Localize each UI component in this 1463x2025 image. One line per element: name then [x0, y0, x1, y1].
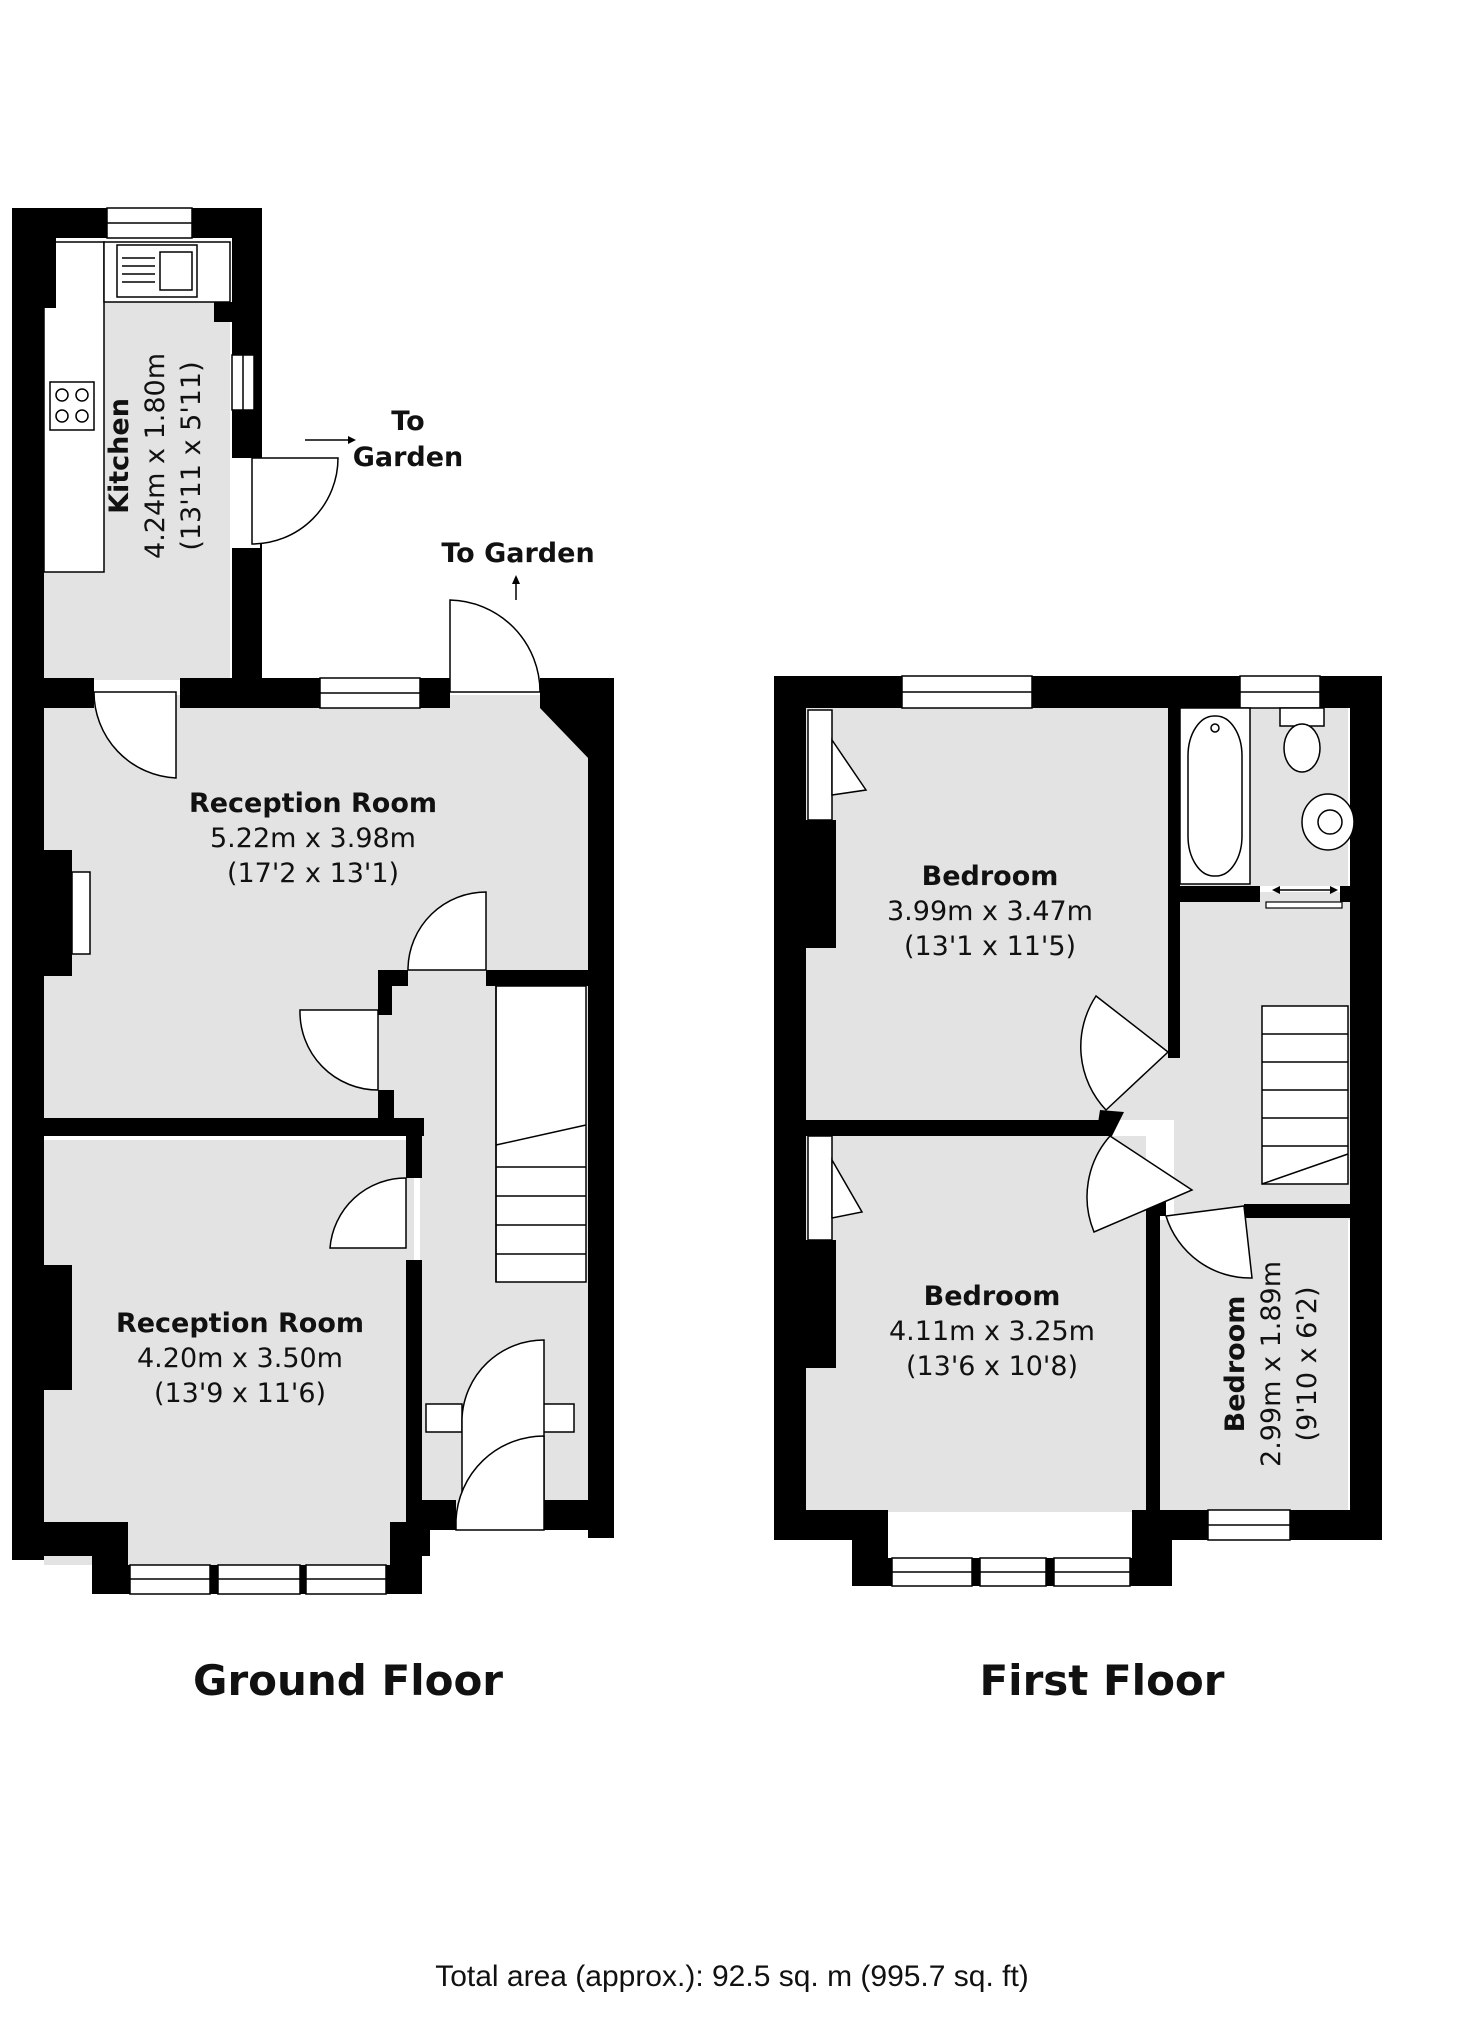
wall	[1146, 1200, 1160, 1536]
bath-inner	[1187, 715, 1243, 877]
reception-room-1-imperial: (17'2 x 13'1)	[227, 858, 399, 889]
staircase	[1261, 1005, 1349, 1185]
wall	[544, 1500, 614, 1530]
wall	[1032, 676, 1240, 708]
bedroom-3-floor	[1158, 1220, 1348, 1512]
door	[407, 891, 487, 971]
kitchen-name: Kitchen	[104, 398, 135, 514]
wall	[806, 1120, 1106, 1136]
bedroom-3-imperial: (9'10 x 6'2)	[1292, 1287, 1323, 1442]
bedroom-1-metric: 3.99m x 3.47m	[887, 896, 1093, 927]
wall	[406, 1118, 422, 1178]
wall	[1290, 1510, 1382, 1540]
door	[831, 737, 868, 796]
wall	[1132, 1510, 1208, 1540]
door	[1086, 1135, 1194, 1233]
ground-floor-plan	[12, 207, 614, 1595]
to-garden-note-kitchen: To	[391, 406, 424, 437]
bath-plug	[1210, 723, 1220, 733]
wall	[1096, 1110, 1124, 1136]
bedroom-2-metric: 4.11m x 3.25m	[889, 1316, 1095, 1347]
reception-room-2-name: Reception Room	[116, 1308, 364, 1339]
wall	[44, 678, 94, 708]
wall	[406, 1500, 456, 1530]
wall	[774, 676, 806, 1538]
bedroom-3-metric: 2.99m x 1.89m	[1256, 1261, 1287, 1467]
bedroom-2-imperial: (13'6 x 10'8)	[906, 1351, 1078, 1382]
fireplace-hearth	[71, 871, 91, 955]
hob	[49, 381, 95, 431]
arrow-head	[512, 575, 520, 584]
chimney-breast	[44, 1265, 72, 1390]
kitchen-label: Kitchen 4.24m x 1.80m (13'11 x 5'11)	[104, 353, 207, 559]
wall	[12, 208, 56, 308]
reception-room-1-metric: 5.22m x 3.98m	[210, 823, 416, 854]
bedroom-1-name: Bedroom	[922, 861, 1059, 892]
reception-room-2-metric: 4.20m x 3.50m	[137, 1343, 343, 1374]
reception-room-2-imperial: (13'9 x 11'6)	[154, 1378, 326, 1409]
chimney-breast	[44, 850, 72, 976]
wall	[12, 208, 44, 1560]
door	[299, 1009, 379, 1091]
basin	[1301, 793, 1355, 851]
chimney-breast	[806, 820, 836, 948]
staircase	[495, 985, 587, 1283]
door	[251, 457, 339, 545]
wall	[1168, 708, 1180, 1058]
sink-bowl	[159, 251, 193, 291]
kitchen-metric: 4.24m x 1.80m	[140, 353, 171, 559]
toilet-bowl	[1283, 723, 1321, 773]
front-door	[455, 1435, 545, 1531]
wall	[774, 676, 902, 708]
wall	[1244, 1204, 1350, 1218]
cupboard	[807, 709, 833, 821]
bedroom-2-name: Bedroom	[924, 1281, 1061, 1312]
cupboard	[807, 1135, 833, 1241]
wall	[378, 970, 408, 986]
to-garden-note-kitchen-2: Garden	[353, 442, 464, 473]
wall	[214, 302, 232, 322]
wall	[486, 970, 588, 986]
wall	[406, 1260, 422, 1550]
wall	[378, 1090, 394, 1118]
first-floor-label: First Floor	[979, 1656, 1224, 1705]
bedroom-1-imperial: (13'1 x 11'5)	[904, 931, 1076, 962]
arrow-head	[348, 436, 356, 444]
wall	[1350, 676, 1382, 1538]
wall	[92, 1522, 128, 1594]
wall	[44, 1118, 424, 1136]
ground-floor-label: Ground Floor	[193, 1656, 503, 1705]
first-floor-plan	[774, 675, 1382, 1587]
to-garden-note-reception: To Garden	[441, 538, 594, 569]
door	[449, 599, 541, 693]
wall	[1168, 886, 1260, 902]
chimney-breast	[806, 1240, 836, 1368]
wall	[588, 678, 614, 1538]
wall	[540, 708, 590, 760]
total-area: Total area (approx.): 92.5 sq. m (995.7 …	[435, 1960, 1029, 1993]
wall	[420, 678, 450, 708]
door	[93, 691, 177, 779]
door	[1080, 994, 1170, 1112]
kitchen-imperial: (13'11 x 5'11)	[176, 361, 207, 550]
door	[329, 1177, 407, 1249]
wall	[232, 208, 262, 678]
sliding-door	[1265, 901, 1343, 909]
bedroom-3-name: Bedroom	[1220, 1296, 1251, 1433]
wall	[1340, 886, 1350, 902]
radiator	[425, 1403, 463, 1433]
door	[1165, 1205, 1253, 1279]
bedroom-3-label: Bedroom 2.99m x 1.89m (9'10 x 6'2)	[1220, 1261, 1323, 1467]
wall	[180, 678, 320, 708]
door	[831, 1157, 864, 1219]
reception-room-1-name: Reception Room	[189, 788, 437, 819]
